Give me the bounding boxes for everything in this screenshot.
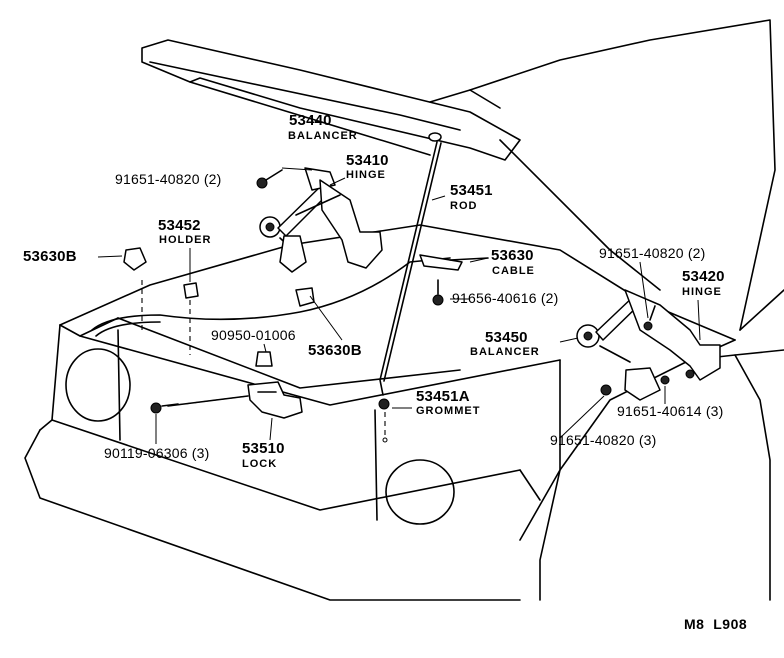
- part-name-rod: ROD: [450, 200, 478, 212]
- part-number-53510: 53510: [242, 440, 285, 457]
- part-name-balancer-right: BALANCER: [470, 346, 540, 358]
- left-balancer: [259, 167, 336, 256]
- hood-panel: [141, 19, 784, 331]
- part-name-holder: HOLDER: [159, 234, 212, 246]
- bolt-icon-cable: [432, 279, 444, 306]
- part-number-53630b-left: 53630B: [23, 248, 77, 265]
- bolt-number-91656-40616: 91656-40616 (2): [452, 290, 559, 306]
- leader-lines: [97, 167, 701, 444]
- part-number-53452: 53452: [158, 217, 201, 234]
- part-number-53420: 53420: [682, 268, 725, 285]
- part-number-53451a: 53451A: [416, 388, 470, 405]
- right-hinge: [624, 289, 721, 401]
- bolt-icon-low: [600, 384, 612, 396]
- part-name-balancer-left: BALANCER: [288, 130, 358, 142]
- clip-number-90950-01006: 90950-01006: [211, 327, 296, 343]
- part-name-grommet: GROMMET: [416, 405, 481, 417]
- drawing-reference-code: M8 L908: [684, 616, 748, 632]
- right-headlight: [385, 459, 455, 525]
- part-number-53410: 53410: [346, 152, 389, 169]
- bolt-icon-right: [643, 305, 656, 331]
- left-hinge: [279, 179, 383, 273]
- part-number-53450: 53450: [485, 329, 528, 346]
- bolt-number-91651-40820-top: 91651-40820 (2): [115, 171, 222, 187]
- part-name-cable: CABLE: [492, 265, 535, 277]
- hood-support-rod: [378, 132, 442, 443]
- bolt-icon-top-left: [256, 169, 283, 189]
- grommet-90950: [255, 351, 273, 367]
- part-name-hinge-right: HINGE: [682, 286, 722, 298]
- hood-lock: [167, 381, 303, 419]
- screw-number-90119-06306: 90119-06306 (3): [104, 445, 210, 461]
- clip-53630b-left: [123, 247, 147, 271]
- part-number-53630: 53630: [491, 247, 534, 264]
- part-name-lock: LOCK: [242, 458, 278, 470]
- cable-holder: [141, 280, 199, 355]
- part-name-hinge-left: HINGE: [346, 169, 386, 181]
- part-number-53440: 53440: [289, 112, 332, 129]
- part-number-53630b-mid: 53630B: [308, 342, 362, 359]
- bolt-number-91651-40614: 91651-40614 (3): [617, 403, 724, 419]
- left-headlight: [65, 348, 131, 422]
- bolt-number-91651-40820-right: 91651-40820 (2): [599, 245, 706, 261]
- screw-icon-lock: [150, 402, 179, 414]
- hood-release-cable: [91, 254, 489, 337]
- bolt-number-91651-40820-low: 91651-40820 (3): [550, 432, 657, 448]
- part-number-53451: 53451: [450, 182, 493, 199]
